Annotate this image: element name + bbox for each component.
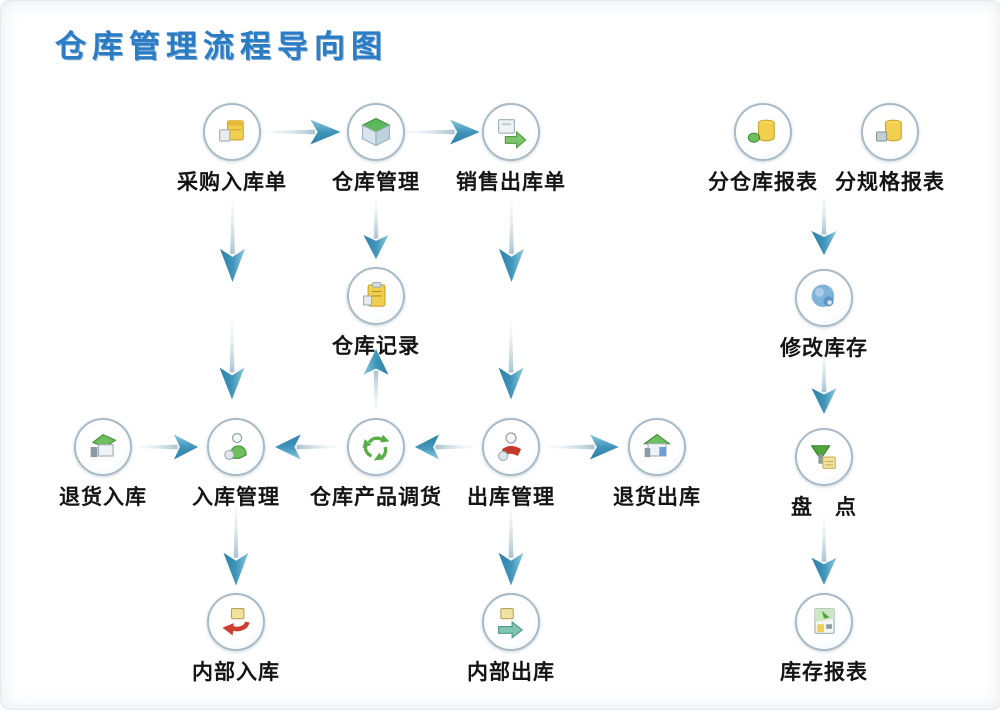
node-label-warehouse-management: 仓库管理 — [332, 171, 420, 194]
box-green-icon — [347, 103, 405, 161]
sphere-blue-icon — [795, 269, 853, 327]
funnel-green-icon — [795, 428, 853, 486]
node-label-internal-inbound: 内部入库 — [192, 661, 280, 684]
node-label-warehouse-record: 仓库记录 — [332, 335, 420, 358]
node-label-branch-warehouse-report: 分仓库报表 — [708, 171, 818, 194]
node-spec-report[interactable]: 分规格报表 — [815, 103, 965, 196]
node-internal-inbound[interactable]: 内部入库 — [161, 593, 311, 686]
flow-arrow-warehouse-management-to-warehouse-record — [361, 199, 391, 261]
node-inbound-management[interactable]: 入库管理 — [161, 418, 311, 511]
node-label-purchase-inbound-order: 采购入库单 — [177, 171, 287, 194]
flow-arrow-purchase-inbound-order-to-inbound-management — [217, 320, 247, 402]
flow-arrow-stocktaking-to-inventory-report — [809, 517, 839, 587]
report-box-icon — [795, 593, 853, 651]
flow-arrow-purchase-inbound-order-to-inbound-management — [217, 200, 247, 285]
clipboard-yellow-icon — [347, 267, 405, 325]
page-title: 仓库管理流程导向图 — [55, 29, 388, 64]
node-label-return-inbound: 退货入库 — [59, 486, 147, 509]
node-warehouse-management[interactable]: 仓库管理 — [301, 103, 451, 196]
node-warehouse-product-transfer[interactable]: 仓库产品调货 — [301, 418, 451, 511]
node-outbound-management[interactable]: 出库管理 — [436, 418, 586, 511]
node-return-inbound[interactable]: 退货入库 — [28, 418, 178, 511]
person-green-icon — [207, 418, 265, 476]
node-label-modify-inventory: 修改库存 — [780, 337, 868, 360]
barrel-gray-icon — [861, 103, 919, 161]
node-label-outbound-management: 出库管理 — [467, 486, 555, 509]
crate-yellow-icon — [203, 103, 261, 161]
node-label-sales-outbound-order: 销售出库单 — [456, 171, 566, 194]
node-return-outbound[interactable]: 退货出库 — [582, 418, 732, 511]
node-label-warehouse-product-transfer: 仓库产品调货 — [310, 486, 442, 509]
arrow-red-return-icon — [207, 593, 265, 651]
flow-arrow-sales-outbound-order-to-outbound-management — [496, 200, 526, 285]
node-internal-outbound[interactable]: 内部出库 — [436, 593, 586, 686]
recycle-green-icon — [347, 418, 405, 476]
flow-arrow-inbound-management-to-internal-inbound — [221, 504, 251, 588]
node-branch-warehouse-report[interactable]: 分仓库报表 — [688, 103, 838, 196]
flow-arrow-sales-outbound-order-to-outbound-management — [496, 320, 526, 402]
person-red-icon — [482, 418, 540, 476]
flow-arrow-outbound-management-to-internal-outbound — [496, 504, 526, 588]
node-label-internal-outbound: 内部出库 — [467, 661, 555, 684]
node-label-spec-report: 分规格报表 — [835, 171, 945, 194]
node-label-inventory-report: 库存报表 — [780, 661, 868, 684]
arrow-green-out-icon — [482, 593, 540, 651]
barrel-leaf-icon — [734, 103, 792, 161]
node-modify-inventory[interactable]: 修改库存 — [749, 269, 899, 362]
house-green-icon — [628, 418, 686, 476]
node-purchase-inbound-order[interactable]: 采购入库单 — [157, 103, 307, 196]
node-label-stocktaking: 盘 点 — [791, 496, 857, 519]
node-inventory-report[interactable]: 库存报表 — [749, 593, 899, 686]
node-label-return-outbound: 退货出库 — [613, 486, 701, 509]
node-warehouse-record[interactable]: 仓库记录 — [301, 267, 451, 360]
stall-green-icon — [74, 418, 132, 476]
box-out-icon — [482, 103, 540, 161]
node-stocktaking[interactable]: 盘 点 — [749, 428, 899, 521]
node-sales-outbound-order[interactable]: 销售出库单 — [436, 103, 586, 196]
flow-arrow-branch-warehouse-report-to-modify-inventory — [809, 195, 839, 257]
node-label-inbound-management: 入库管理 — [192, 486, 280, 509]
